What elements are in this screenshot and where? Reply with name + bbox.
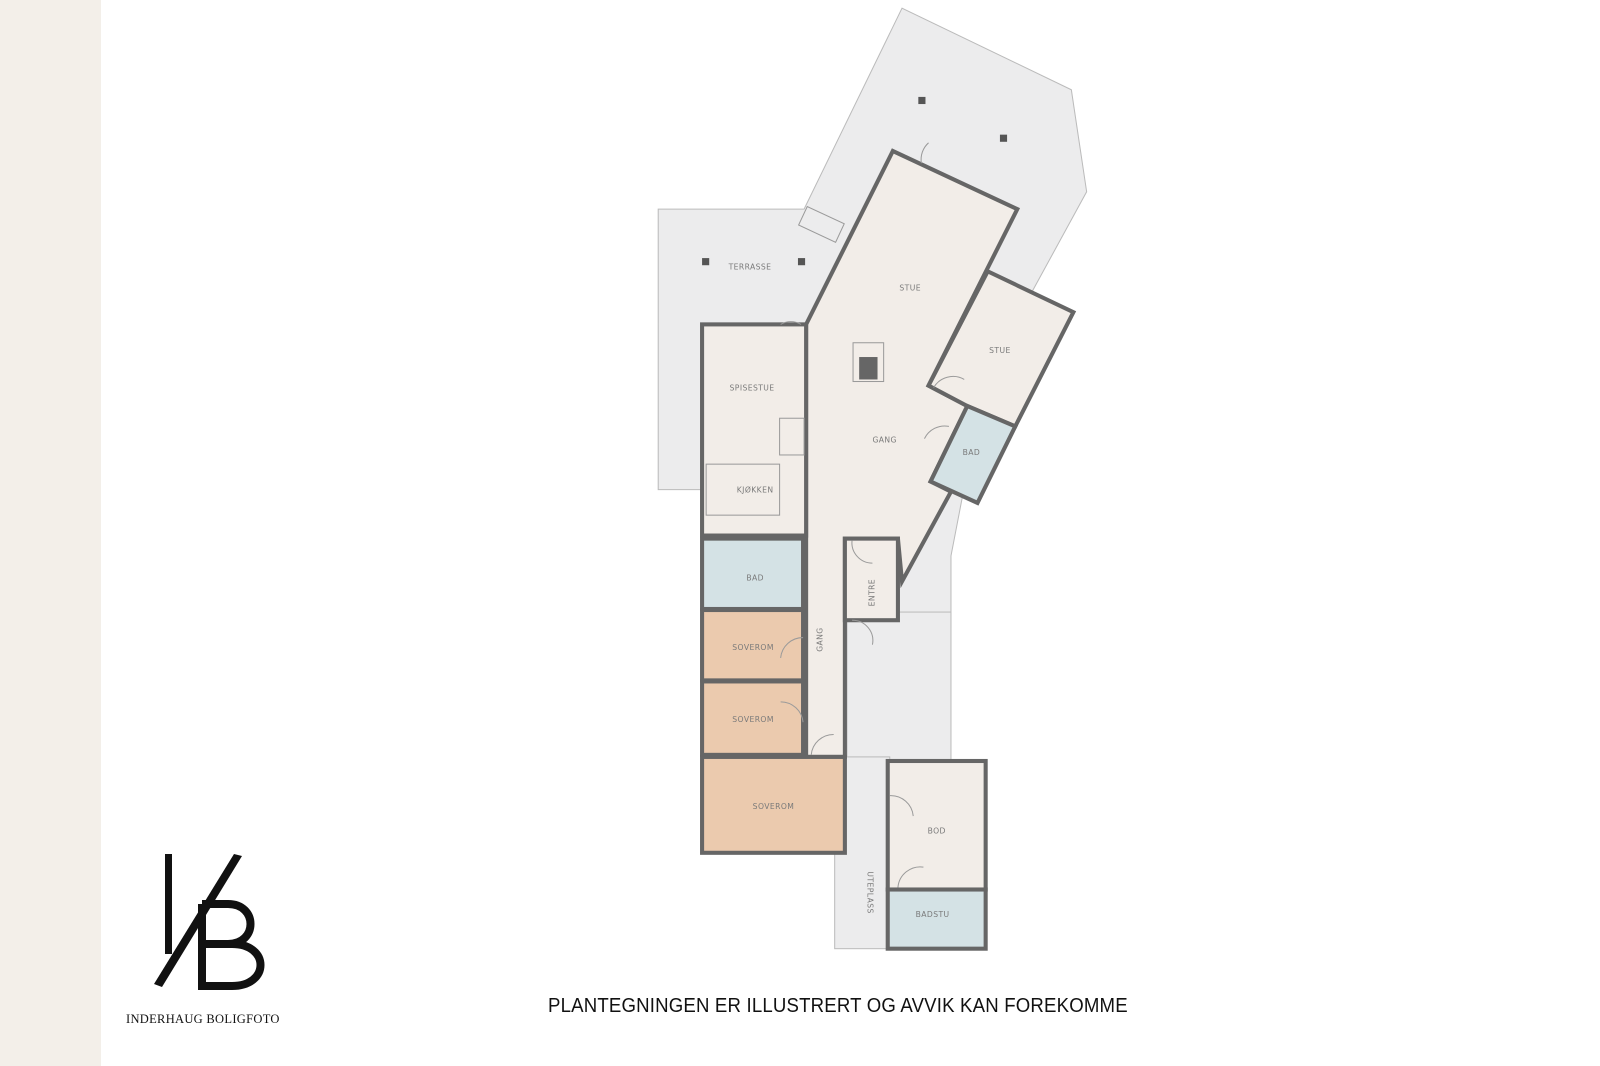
door-swing — [933, 375, 965, 388]
room-soverom-3 — [700, 754, 847, 855]
room-soverom-2 — [700, 679, 806, 757]
logo-name: INDERHAUG BOLIGFOTO — [126, 1012, 280, 1026]
door-swing — [851, 540, 873, 564]
label-uteplass: UTEPLASS — [865, 871, 874, 913]
room-bad-left — [700, 536, 806, 612]
label-stue-main: STUE — [899, 284, 921, 293]
logo-mark-i — [165, 854, 172, 954]
label-stue-side: STUE — [989, 346, 1011, 355]
stairs — [779, 417, 805, 456]
label-spisestue: SPISESTUE — [730, 384, 775, 393]
door-swing — [780, 701, 804, 723]
room-bad-right — [927, 403, 1019, 506]
room-badstu — [885, 887, 988, 951]
label-bod: BOD — [928, 826, 946, 835]
logo-mark-b — [198, 900, 265, 990]
label-soverom-2: SOVEROM — [732, 715, 774, 724]
outdoor-area-entrance — [846, 611, 952, 761]
kitchen-counter — [705, 463, 781, 516]
fireplace-core — [859, 357, 878, 380]
terrace-post — [702, 258, 710, 266]
terrace-post — [797, 258, 806, 266]
terrace-post — [918, 96, 926, 105]
label-terrasse: TERRASSE — [728, 262, 772, 271]
terrace-steps — [797, 205, 845, 243]
label-entre: ENTRE — [867, 579, 876, 606]
inderhaug-logo — [154, 854, 265, 990]
door-swing — [852, 619, 874, 645]
door-swing — [810, 733, 834, 755]
room-spisestue-kjokken — [700, 322, 809, 538]
terrace-post — [999, 134, 1008, 142]
door-swing — [920, 142, 929, 164]
label-gang-main: GANG — [872, 436, 896, 445]
label-bad-right: BAD — [963, 448, 981, 457]
label-bad-left: BAD — [746, 573, 764, 582]
door-swing — [780, 321, 802, 325]
room-bod — [885, 758, 988, 892]
door-swing — [897, 866, 924, 888]
fireplace — [852, 342, 885, 383]
door-swing — [923, 425, 950, 439]
door-swing — [780, 637, 804, 659]
door-swing — [889, 795, 914, 817]
label-soverom-3: SOVEROM — [753, 802, 795, 811]
label-badstu: BADSTU — [916, 910, 950, 919]
disclaimer-text: PLANTEGNINGEN ER ILLUSTRERT OG AVVIK KAN… — [548, 995, 1128, 1017]
side-strip — [0, 0, 101, 1066]
label-soverom-1: SOVEROM — [732, 643, 774, 652]
label-gang-corridor: GANG — [815, 627, 824, 651]
label-kjokken: KJØKKEN — [737, 486, 774, 495]
